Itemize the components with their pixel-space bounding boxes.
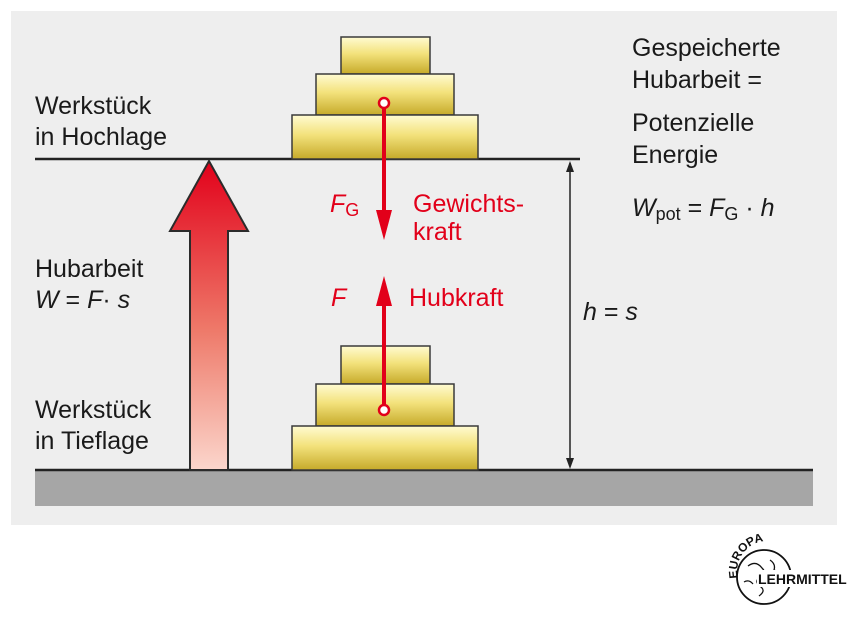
lift-force-symbol: F	[331, 284, 348, 312]
gravity-force-symbol: FG	[330, 190, 359, 220]
workpiece-upper-tier-top	[340, 36, 431, 75]
upper-position-label: Werkstück in Hochlage	[35, 92, 167, 151]
lifting-work-arrow	[168, 158, 250, 471]
logo-text: LEHRMITTEL	[758, 571, 847, 587]
lift-force-origin-dot	[377, 403, 391, 417]
gravity-force-origin-dot	[377, 96, 391, 110]
lower-position-label: Werkstück in Tieflage	[35, 396, 158, 455]
gravity-force-label: Gewichts- kraft	[413, 190, 531, 246]
gravity-force-arrow	[376, 96, 392, 240]
height-label: h = s	[583, 298, 638, 326]
lift-force-label: Hubkraft	[409, 284, 504, 312]
europa-lehrmittel-logo: EUROPA LEHRMITTEL	[726, 530, 847, 605]
lifting-work-label: Hubarbeit	[35, 255, 143, 283]
stored-work-label: Gespeicherte Hubarbeit =	[632, 34, 788, 94]
potential-energy-formula: Wpot = FG · h	[632, 194, 775, 224]
workpiece-lower	[291, 345, 479, 471]
work-formula: W = F· s	[35, 286, 130, 314]
workpiece-lower-tier-bottom	[291, 425, 479, 471]
lift-force-arrow	[376, 276, 392, 417]
ground-surface	[35, 470, 813, 506]
height-dimension	[566, 161, 574, 469]
potential-energy-label: Potenzielle Energie	[632, 109, 761, 169]
